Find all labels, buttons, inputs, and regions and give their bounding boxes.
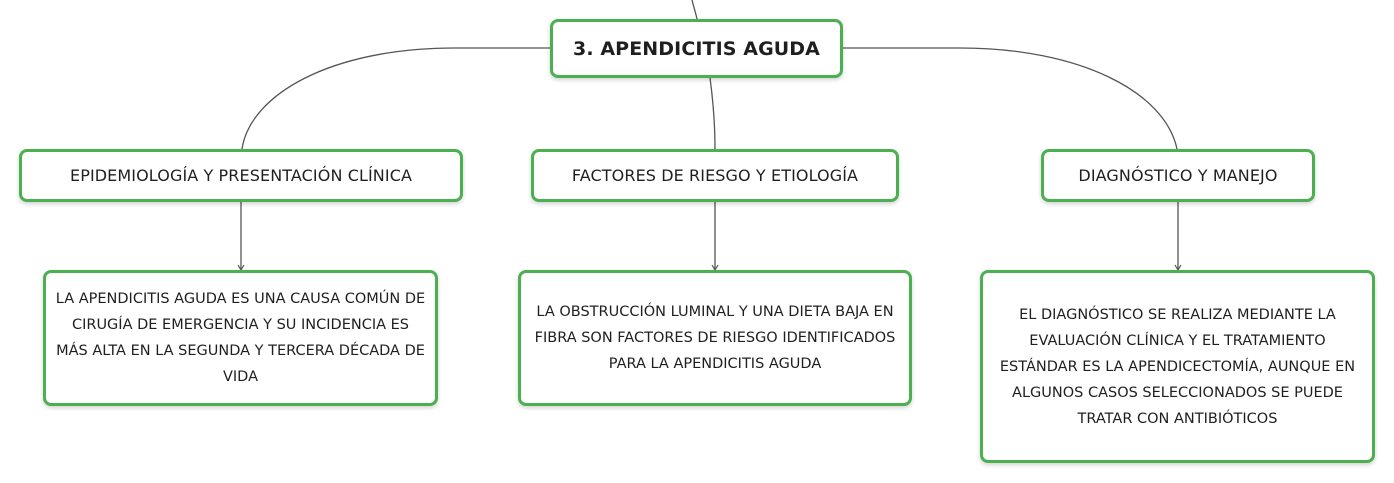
connector-incoming-parent <box>691 0 698 20</box>
root-node[interactable]: 3. APENDICITIS AGUDA <box>550 19 843 78</box>
connector-root-to-diagnostico <box>843 47 1178 150</box>
topic-node-label: DIAGNÓSTICO Y MANEJO <box>1078 166 1278 185</box>
topic-node-label: EPIDEMIOLOGÍA Y PRESENTACIÓN CLÍNICA <box>69 166 413 185</box>
detail-node-factores-riesgo[interactable]: LA OBSTRUCCIÓN LUMINAL Y UNA DIETA BAJA … <box>518 270 912 406</box>
detail-node-diagnostico[interactable]: EL DIAGNÓSTICO SE REALIZA MEDIANTE LA EV… <box>980 270 1375 463</box>
detail-node-text: EL DIAGNÓSTICO SE REALIZA MEDIANTE LA EV… <box>999 306 1356 427</box>
topic-node-factores-riesgo[interactable]: FACTORES DE RIESGO Y ETIOLOGÍA <box>531 149 899 202</box>
connector-root-to-factores <box>709 77 716 150</box>
connector-root-to-epidemiologia <box>241 47 550 150</box>
topic-node-epidemiologia[interactable]: EPIDEMIOLOGÍA Y PRESENTACIÓN CLÍNICA <box>19 149 463 202</box>
detail-node-text: LA OBSTRUCCIÓN LUMINAL Y UNA DIETA BAJA … <box>534 304 896 372</box>
topic-node-diagnostico[interactable]: DIAGNÓSTICO Y MANEJO <box>1041 149 1315 202</box>
root-node-label: 3. APENDICITIS AGUDA <box>573 37 820 60</box>
detail-node-text: LA APENDICITIS AGUDA ES UNA CAUSA COMÚN … <box>55 291 426 385</box>
topic-node-label: FACTORES DE RIESGO Y ETIOLOGÍA <box>571 166 859 185</box>
detail-node-epidemiologia[interactable]: LA APENDICITIS AGUDA ES UNA CAUSA COMÚN … <box>43 270 438 406</box>
